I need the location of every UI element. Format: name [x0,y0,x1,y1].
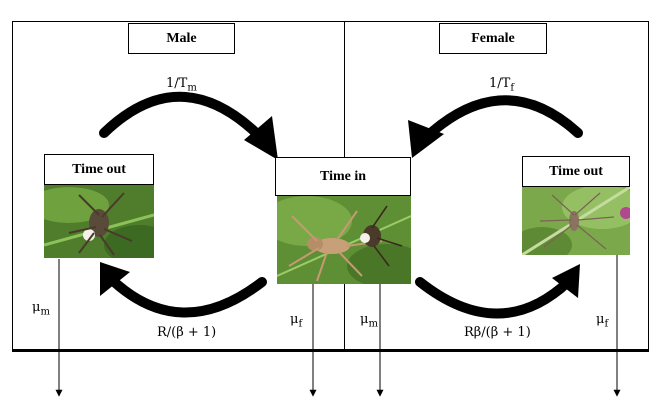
time-in-male-mortality-sub: m [368,318,378,330]
time-in-female-mortality: μf [290,312,302,330]
time-in-female-mortality-mu: μ [290,312,299,327]
male-time-out-label: Time out [72,161,126,177]
male-return-arrow [99,91,278,160]
time-in-female-mortality-sub: f [298,318,303,330]
male-return-rate: 1/Tm [166,76,197,94]
male-mating-rate: R/(β + 1) [157,325,217,340]
female-mating-rate: Rβ/(β + 1) [464,325,531,340]
female-mating-arrow [415,264,580,319]
female-time-out-label: Time out [549,163,603,179]
time-in-male-mortality-mu: μ [360,312,369,327]
male-out-mortality-sub: m [40,306,50,318]
female-out-mortality: μf [596,312,608,330]
female-header: Female [439,23,547,54]
diagram-baseline [12,350,649,352]
female-return-rate-text: 1/T [489,76,511,91]
male-return-rate-sub: m [187,82,197,94]
female-header-label: Female [471,30,515,46]
male-out-mortality: μm [32,300,50,318]
male-header: Male [128,23,235,54]
female-out-mortality-mu: μ [596,312,605,327]
time-in-box: Time in [275,157,411,196]
time-in-label: Time in [319,168,367,184]
female-return-rate-sub: f [510,82,515,94]
male-out-mortality-mu: μ [32,300,41,315]
spider-photo-pair [277,196,411,284]
male-header-label: Male [166,30,197,46]
female-time-out-box: Time out [522,156,630,187]
female-return-arrow [408,95,583,158]
female-out-mortality-sub: f [604,318,609,330]
spider-photo-female [522,187,630,255]
male-time-out-box: Time out [44,154,154,185]
male-return-rate-text: 1/T [166,76,188,91]
female-return-rate: 1/Tf [489,76,514,94]
time-in-male-mortality: μm [360,312,378,330]
diagram-frame [12,21,649,350]
male-mating-arrow [100,262,267,318]
spider-photo-male [44,185,154,258]
